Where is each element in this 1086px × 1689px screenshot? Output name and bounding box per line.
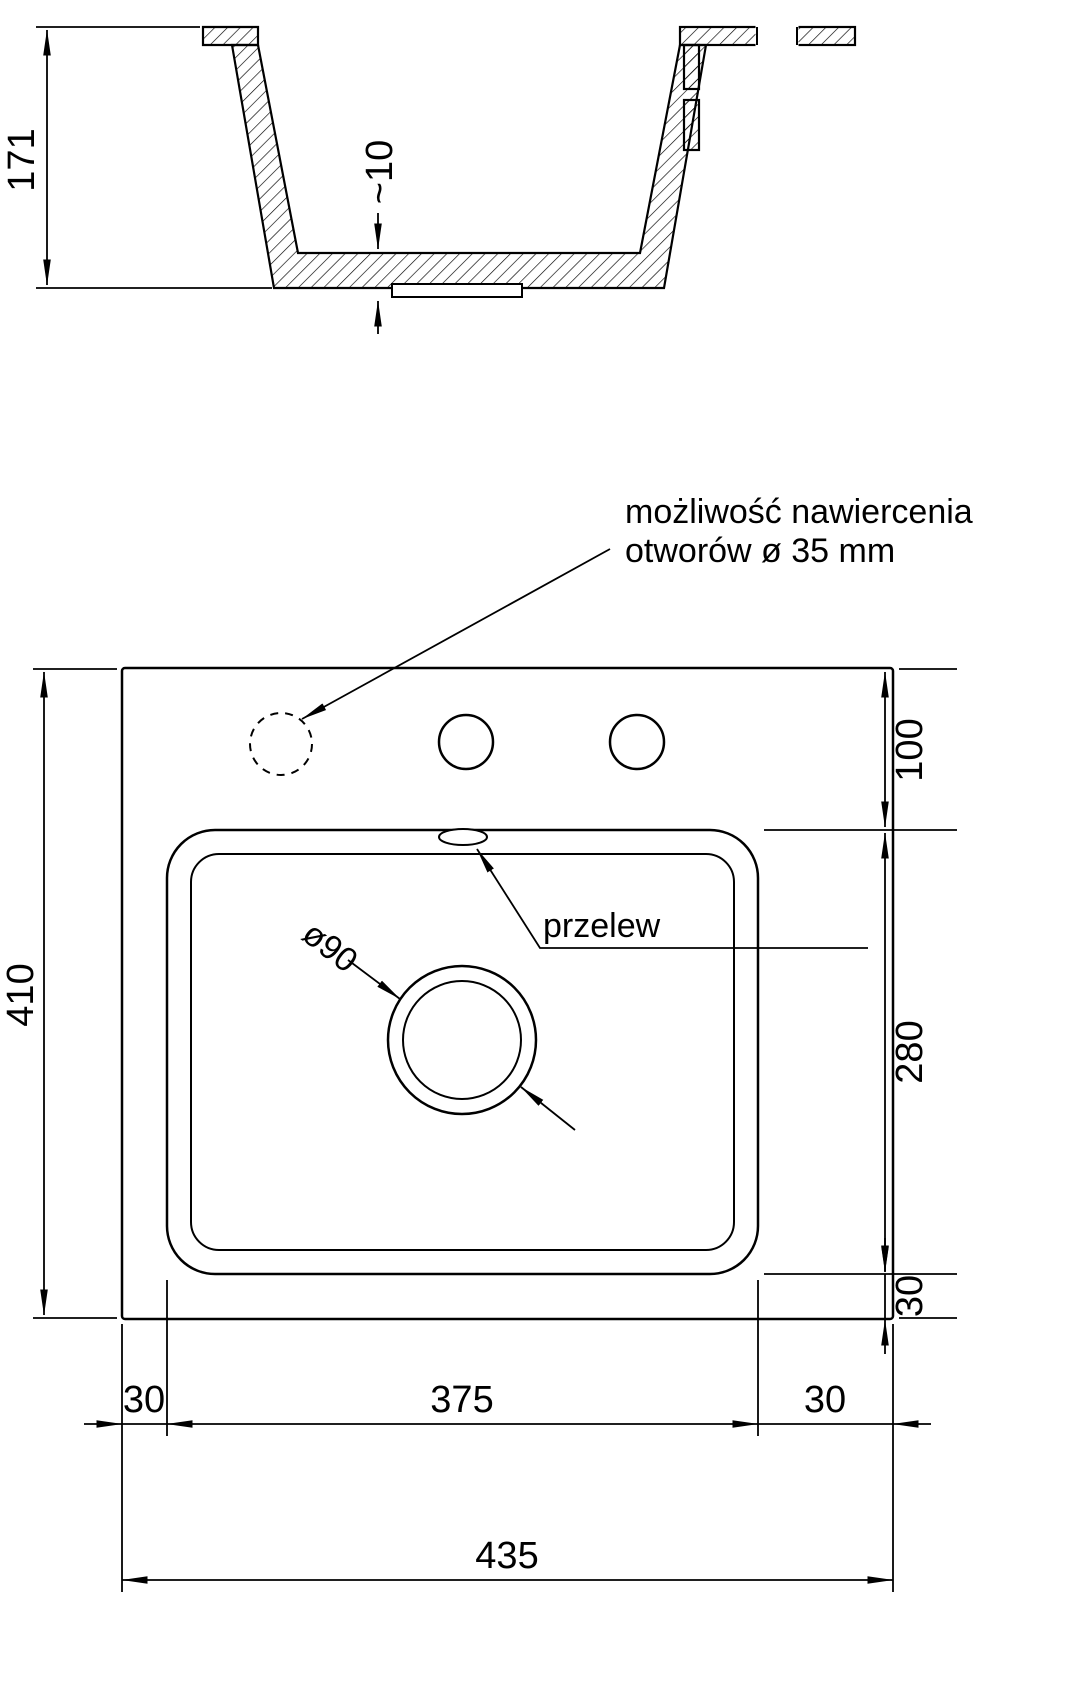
dim-section-height: 171: [1, 26, 272, 289]
section-deck-strip-lower: [682, 98, 701, 152]
dim-label-280: 280: [889, 1020, 931, 1083]
plan-drain-inner: [402, 980, 522, 1100]
overflow-leader: [476, 848, 868, 949]
section-drain-stub: [391, 283, 523, 298]
plan-faucet-hole-center: [437, 713, 495, 771]
dim-label-100: 100: [889, 718, 931, 781]
plan-faucet-hole-right: [608, 713, 666, 771]
plan-bowl-inner: [190, 853, 735, 1251]
drain-leader-upper: [347, 959, 401, 1000]
section-view: 171 ~10: [1, 25, 857, 334]
drill-note: możliwość nawiercenia otworów ø 35 mm: [301, 493, 973, 720]
dim-label-30-bottom-left: 30: [123, 1379, 165, 1421]
dim-label-171: 171: [1, 128, 43, 191]
dim-right-chain: 100 280 30: [764, 668, 957, 1354]
dim-plan-height: 410: [0, 668, 117, 1319]
dim-bottom-thickness: ~10: [359, 140, 401, 334]
section-deck-strip-upper: [682, 43, 701, 91]
overflow-label: przelew: [543, 907, 661, 945]
drain-leader-lower: [520, 1086, 576, 1131]
dim-label-435: 435: [475, 1535, 538, 1577]
dim-label-10: ~10: [359, 140, 401, 204]
drill-note-line2: otworów ø 35 mm: [625, 532, 895, 570]
dim-label-375: 375: [430, 1379, 493, 1421]
section-left-flange: [201, 25, 260, 47]
dim-label-410: 410: [0, 963, 42, 1026]
section-deck-hole-gap: [755, 25, 799, 47]
dim-total-width: 435: [121, 1535, 894, 1584]
dim-bottom-chain: 30 375 30: [84, 1280, 931, 1592]
overflow-callout: przelew: [476, 848, 868, 949]
dim-label-30-bottom-right: 30: [804, 1379, 846, 1421]
drill-note-line1: możliwość nawiercenia: [625, 493, 973, 531]
plan-overflow-slot: [438, 828, 488, 846]
section-bowl-profile: [230, 43, 708, 290]
dim-label-30-right: 30: [889, 1275, 931, 1317]
drill-note-leader: [301, 548, 611, 720]
plan-view: możliwość nawiercenia otworów ø 35 mm pr…: [0, 493, 973, 1592]
plan-drill-hole-optional: [249, 712, 313, 776]
plan-drain-outer: [386, 964, 538, 1116]
